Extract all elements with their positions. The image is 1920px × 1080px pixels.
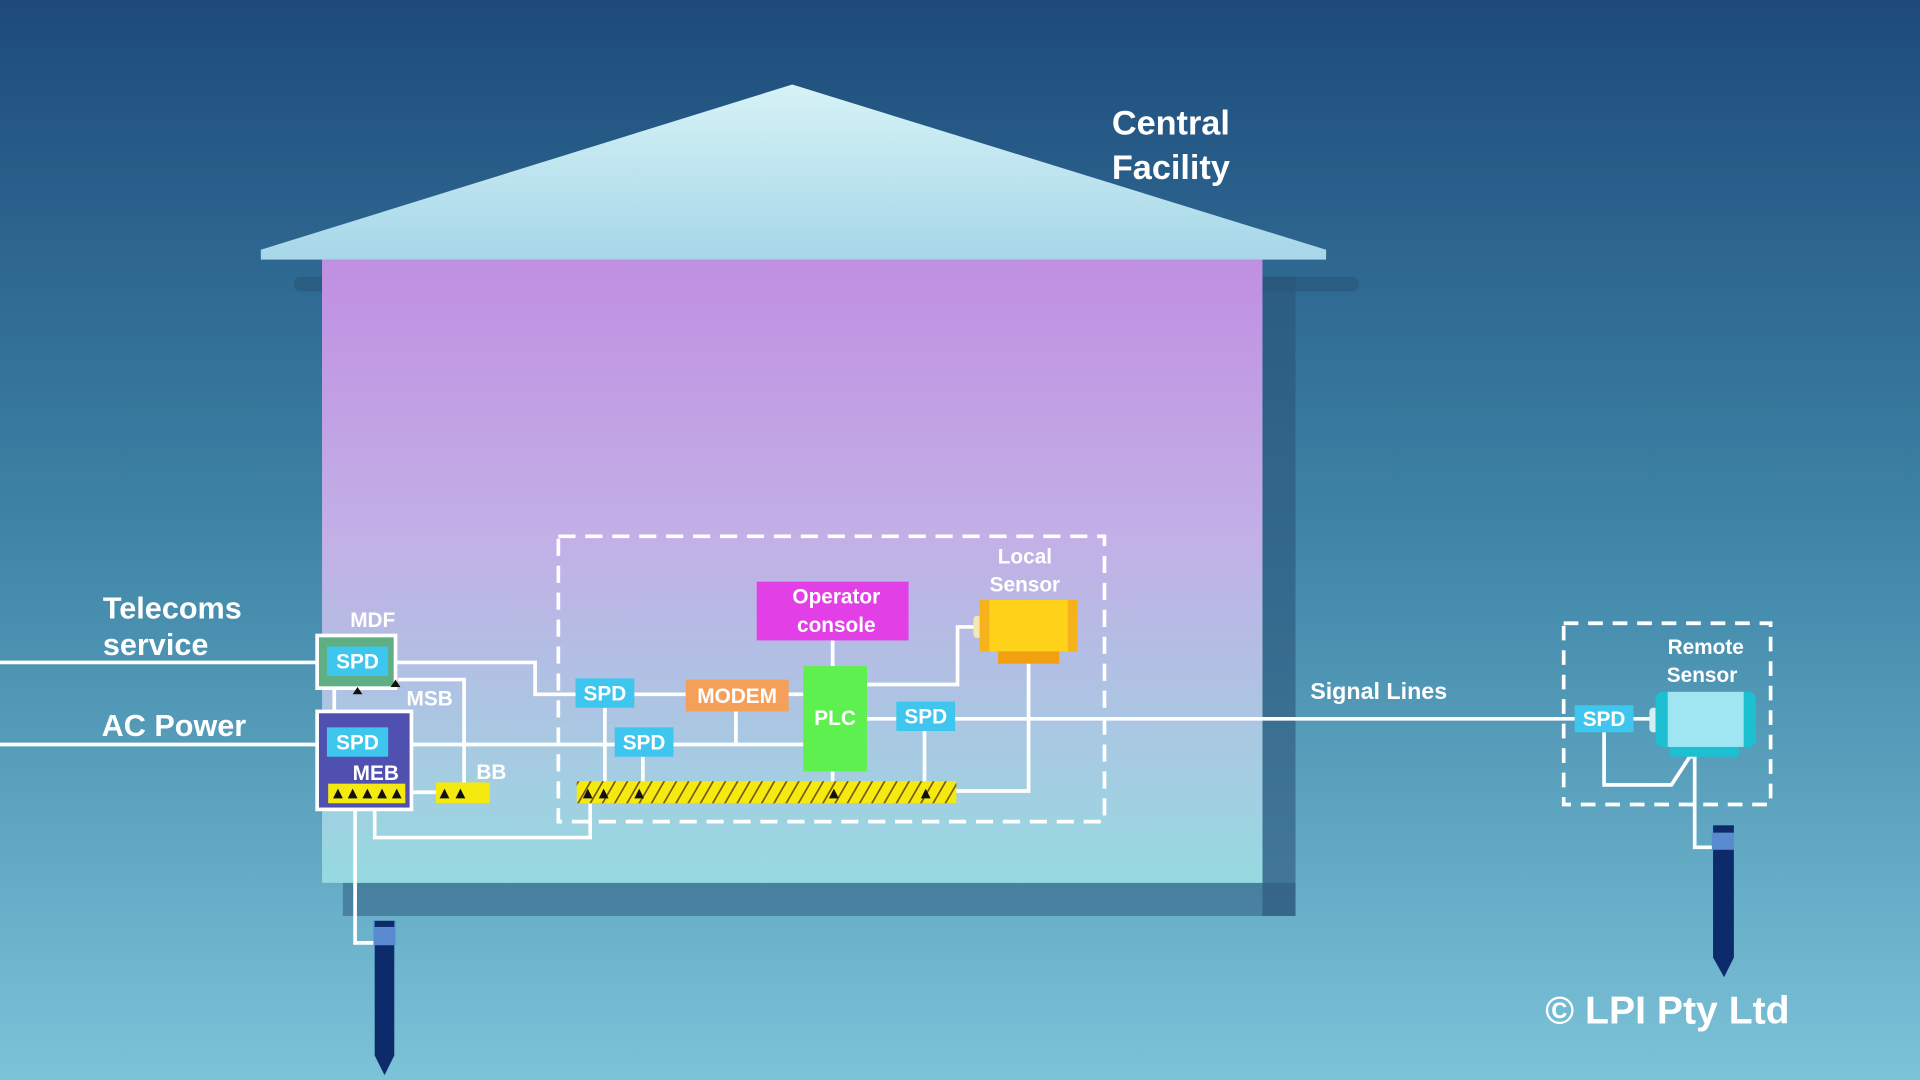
msb-label: MSB (407, 687, 453, 710)
plc-label: PLC (814, 707, 856, 730)
local-sensor (973, 600, 1078, 664)
title-line-1: Central (1112, 105, 1230, 143)
meb-label: MEB (353, 762, 399, 785)
title-line-2: Facility (1112, 149, 1230, 187)
meb-terminals (333, 788, 402, 799)
remote-sensor-label-1: Remote (1668, 636, 1744, 659)
spd-remote-label: SPD (1583, 708, 1626, 731)
spd-power-plc (614, 727, 674, 757)
operator-console-label-2: console (797, 614, 876, 637)
bond-terminals (352, 679, 401, 695)
remote-sensor (1649, 691, 1756, 757)
bb-busbar (435, 782, 490, 804)
telecoms-label-1: Telecoms (103, 591, 242, 625)
spd-power-plc-label: SPD (623, 731, 666, 754)
spd-data-label: SPD (584, 682, 627, 705)
spd-remote (1574, 705, 1634, 733)
remote-zone-boundary (1561, 621, 1773, 807)
operator-console (756, 581, 909, 641)
bb-label: BB (476, 761, 506, 784)
signal-lines-label: Signal Lines (1310, 678, 1447, 704)
spd-telecoms (326, 646, 389, 676)
spd-signal (896, 701, 956, 732)
spd-ac-power-label: SPD (336, 731, 379, 754)
earth-rod-remote (1711, 825, 1734, 978)
telecoms-internal-line (386, 660, 578, 697)
local-sensor-label-2: Sensor (990, 573, 1061, 596)
spd-signal-label: SPD (904, 706, 947, 729)
operator-console-label-1: Operator (792, 586, 880, 609)
copyright: © LPI Pty Ltd (1545, 990, 1789, 1033)
spd-data (575, 678, 635, 708)
spd-ac-power (326, 727, 389, 757)
equipotential-busbar (576, 781, 957, 804)
remote-sensor-label-2: Sensor (1667, 664, 1738, 687)
modem-label: MODEM (697, 685, 777, 708)
telecoms-label-2: service (103, 628, 209, 662)
roof (260, 84, 1327, 260)
ac-power-label: AC Power (102, 709, 247, 743)
plc (803, 666, 867, 772)
bb-terminals (439, 788, 466, 799)
equipment-zone-boundary (556, 534, 1107, 824)
mdf-label: MDF (350, 609, 395, 632)
spd-telecoms-label: SPD (336, 651, 379, 674)
earth-rod-facility (373, 920, 396, 1076)
modem (685, 679, 789, 712)
local-sensor-label-1: Local (998, 545, 1052, 568)
